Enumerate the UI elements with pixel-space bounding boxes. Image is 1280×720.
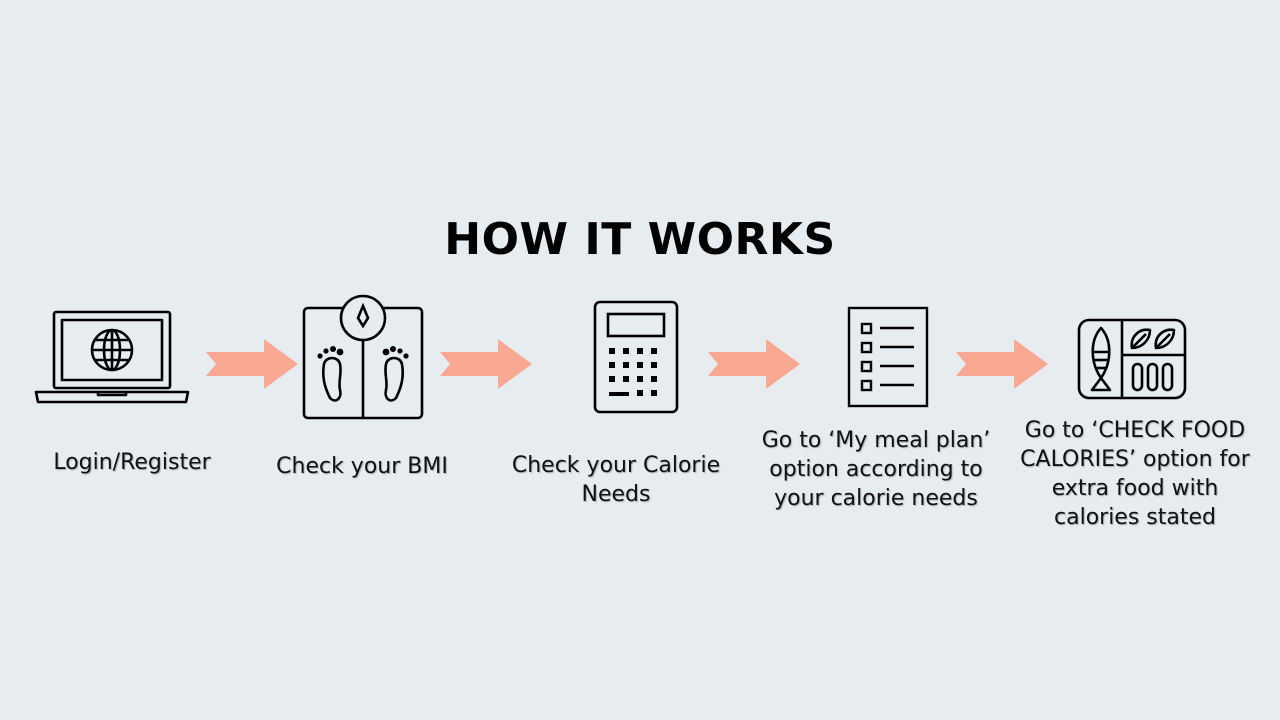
checklist-icon bbox=[846, 306, 930, 410]
step-label-check-food-calories: Go to ‘CHECK FOOD CALORIES’ option for e… bbox=[1020, 418, 1250, 530]
calculator-icon bbox=[592, 300, 680, 416]
arrow-right-icon bbox=[708, 339, 800, 393]
arrow-right-icon bbox=[956, 339, 1048, 393]
page-title: HOW IT WORKS bbox=[444, 214, 836, 265]
step-label-meal-plan: Go to ‘My meal plan’ option according to… bbox=[761, 428, 991, 511]
step-label-bmi: Check your BMI bbox=[276, 454, 448, 479]
food-tray-icon bbox=[1076, 318, 1188, 400]
bathroom-scale-icon bbox=[302, 294, 426, 422]
step-label-login: Login/Register bbox=[53, 450, 211, 475]
arrow-right-icon bbox=[206, 339, 298, 393]
step-label-calorie-needs: Check your Calorie Needs bbox=[511, 453, 721, 507]
arrow-right-icon bbox=[440, 339, 532, 393]
laptop-globe-icon bbox=[32, 308, 192, 408]
